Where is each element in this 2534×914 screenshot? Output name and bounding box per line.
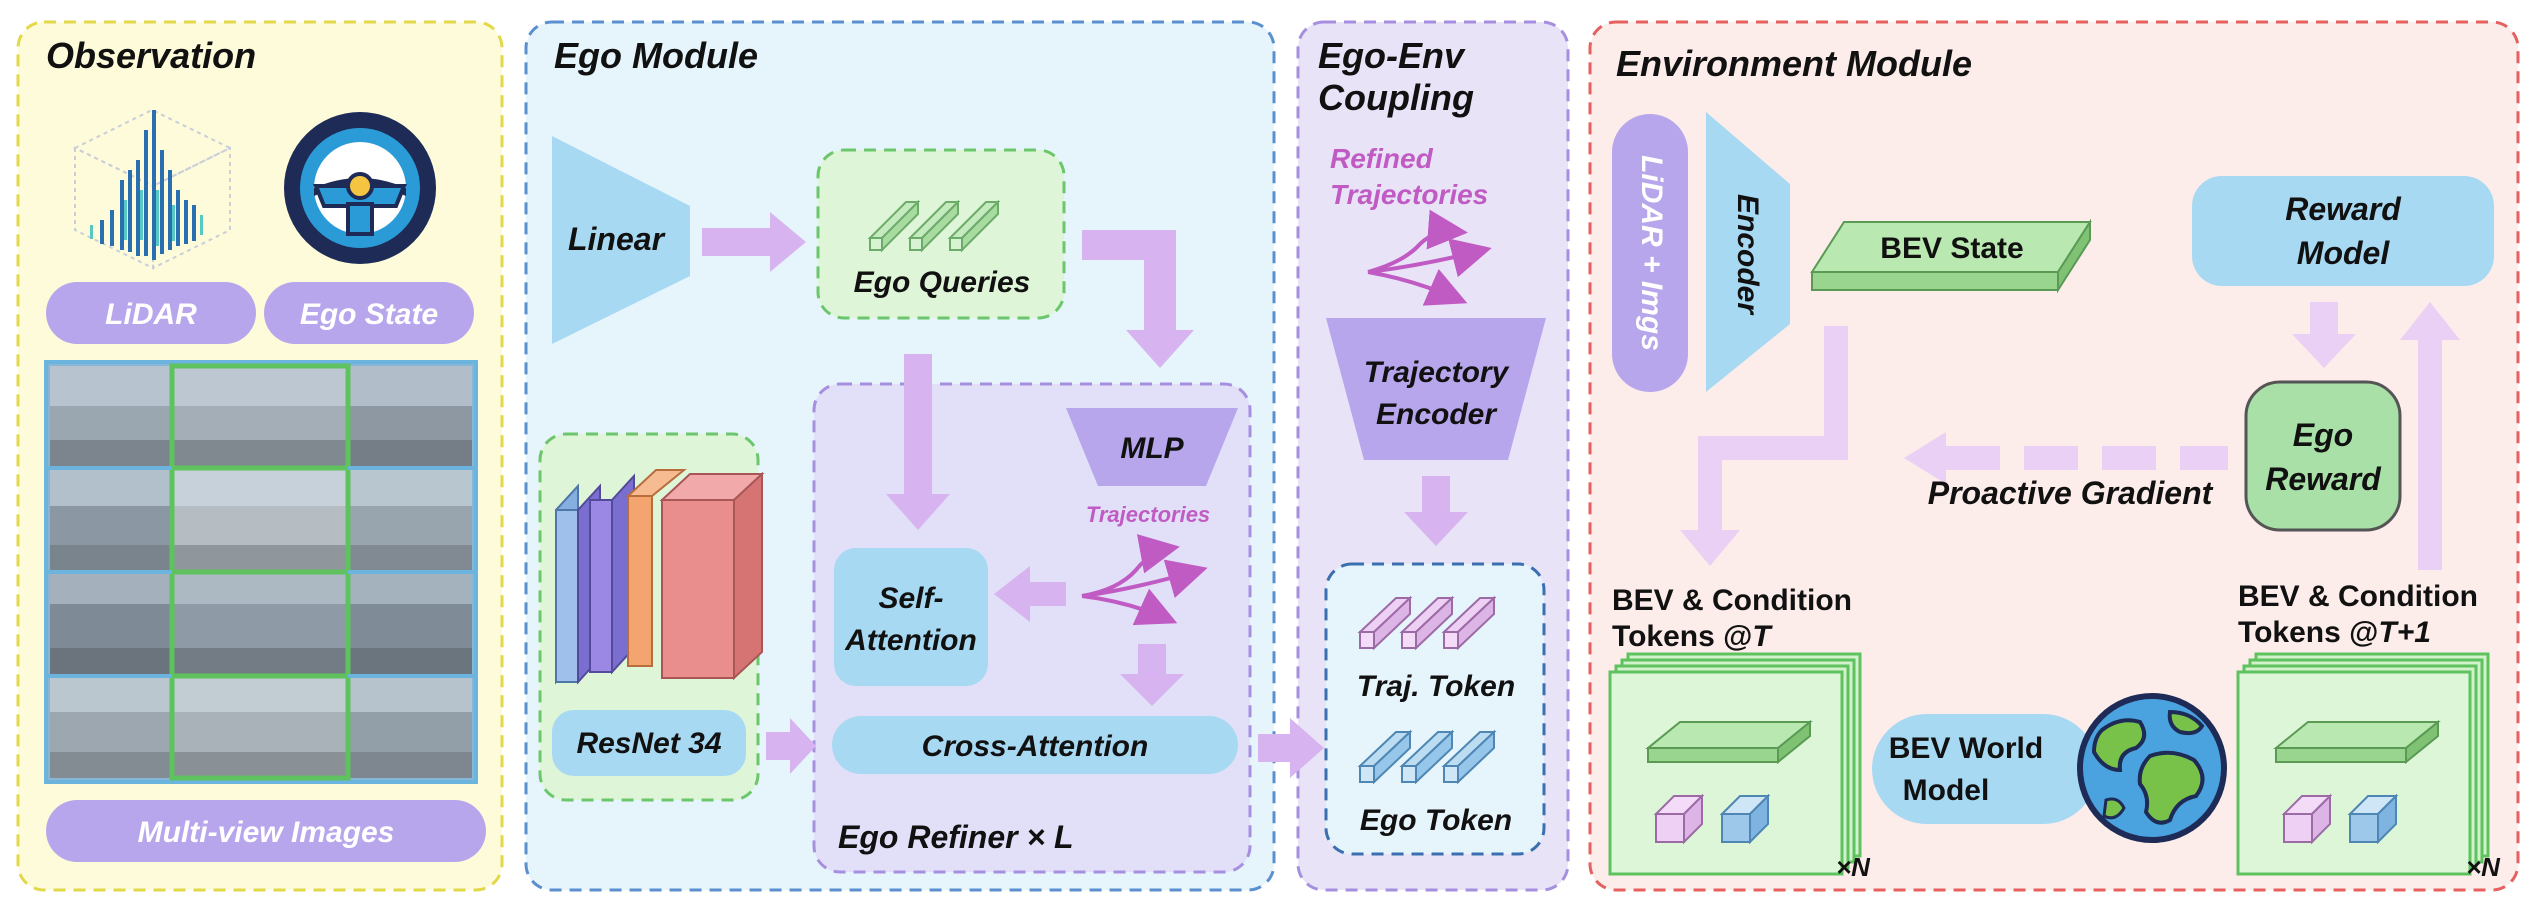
xn-left-label: ×N <box>1836 852 1871 882</box>
multiview-label: Multi-view Images <box>138 816 395 849</box>
coupling-title-line1: Ego-Env <box>1318 35 1466 76</box>
arrow-ego-to-coupling <box>1258 718 1324 778</box>
trajectory-encoder-line1: Trajectory <box>1364 356 1510 389</box>
observation-title: Observation <box>46 35 256 76</box>
bev-state-label: BEV State <box>1880 232 2023 265</box>
ego-reward-box <box>2244 380 2402 532</box>
coupling-title-line2: Coupling <box>1318 77 1474 118</box>
bev-stack-t <box>1608 652 1862 876</box>
self-attention-line2: Attention <box>844 624 977 657</box>
environment-title: Environment Module <box>1616 43 1972 84</box>
lidar-pointcloud-icon <box>72 108 233 270</box>
bev-t-line2: Tokens @T <box>1612 620 1773 653</box>
proactive-gradient-arrow <box>1904 432 2228 484</box>
world-model-box <box>1872 714 2098 824</box>
mlp-block <box>1066 408 1238 486</box>
steering-wheel-icon <box>284 112 436 264</box>
ego-refiner-label: Ego Refiner × L <box>838 819 1074 855</box>
self-attention-line1: Self- <box>878 582 943 615</box>
reward-model-line2: Model <box>2297 235 2391 271</box>
ego-queries-box <box>816 148 1066 320</box>
lidar-imgs-label: LiDAR + Imgs <box>1635 155 1668 351</box>
bev-stack-t1 <box>2236 652 2490 876</box>
ego-queries-label: Ego Queries <box>854 266 1031 299</box>
traj-token-label: Traj. Token <box>1357 670 1515 703</box>
linear-label: Linear <box>568 221 666 257</box>
bev-t1-line1: BEV & Condition <box>2238 580 2478 613</box>
arrow-resnet-to-cross-attention <box>766 718 816 774</box>
resnet-label: ResNet 34 <box>576 727 721 760</box>
lidar-label: LiDAR <box>105 298 197 331</box>
mlp-label: MLP <box>1120 432 1184 465</box>
world-model-line1: BEV World <box>1889 732 2043 765</box>
arrow-reward-to-egoreward <box>2292 302 2356 368</box>
trajectories-label: Trajectories <box>1086 502 1210 527</box>
cross-attention-label: Cross-Attention <box>922 730 1149 763</box>
self-attention-box <box>834 548 988 686</box>
ego-token-icon <box>1357 729 1497 785</box>
ego-state-pill <box>264 282 474 344</box>
linear-block <box>552 136 690 344</box>
reward-model-line1: Reward <box>2285 191 2402 227</box>
bev-t-line1: BEV & Condition <box>1612 584 1852 617</box>
ego-reward-line1: Ego <box>2293 417 2353 453</box>
arrow-queries-to-mlp <box>1082 230 1194 368</box>
resnet-pill <box>552 710 746 776</box>
bev-t1-line2: Tokens @T+1 <box>2238 616 2431 649</box>
refined-trajectories-line1: Refined <box>1330 143 1434 174</box>
arrow-encoder-to-tokens <box>1404 476 1468 546</box>
multiview-pill <box>46 800 486 862</box>
ego-reward-line2: Reward <box>2265 461 2382 497</box>
ego-token-label: Ego Token <box>1360 804 1512 837</box>
trajectory-encoder-block <box>1326 318 1546 460</box>
arrow-traj-to-cross-attention <box>1120 644 1184 706</box>
refined-trajectory-branch-icon <box>1367 209 1492 306</box>
traj-token-icon <box>1357 595 1497 651</box>
lidar-pill <box>46 282 256 344</box>
world-model-line2: Model <box>1903 774 1990 807</box>
bev-state-block <box>1810 218 2092 294</box>
trajectory-encoder-line2: Encoder <box>1376 398 1498 431</box>
globe-icon <box>2077 693 2227 843</box>
reward-model-box <box>2192 176 2494 286</box>
ego-module-title: Ego Module <box>554 35 758 76</box>
arrow-traj-to-self-attention <box>994 566 1066 622</box>
arrow-bevt1-to-reward <box>2400 302 2460 570</box>
refined-trajectories-line2: Trajectories <box>1330 179 1488 210</box>
resnet-layers-icon <box>555 469 765 685</box>
ego-queries-token-icon <box>867 199 1001 253</box>
arrow-encoder-to-bev-t <box>1680 326 1848 566</box>
encoder-label: Encoder <box>1731 194 1764 316</box>
lidar-imgs-pill <box>1612 114 1688 392</box>
arrow-linear-to-queries <box>702 212 806 272</box>
encoder-block <box>1706 112 1790 392</box>
xn-right-label: ×N <box>2466 852 2501 882</box>
ego-state-label: Ego State <box>300 298 438 331</box>
proactive-gradient-label: Proactive Gradient <box>1928 475 2214 511</box>
cross-attention-box <box>832 716 1238 774</box>
trajectory-branch-icon <box>1081 534 1208 626</box>
camera-grid-image <box>44 360 478 784</box>
arrow-queries-to-self-attention <box>886 354 950 530</box>
